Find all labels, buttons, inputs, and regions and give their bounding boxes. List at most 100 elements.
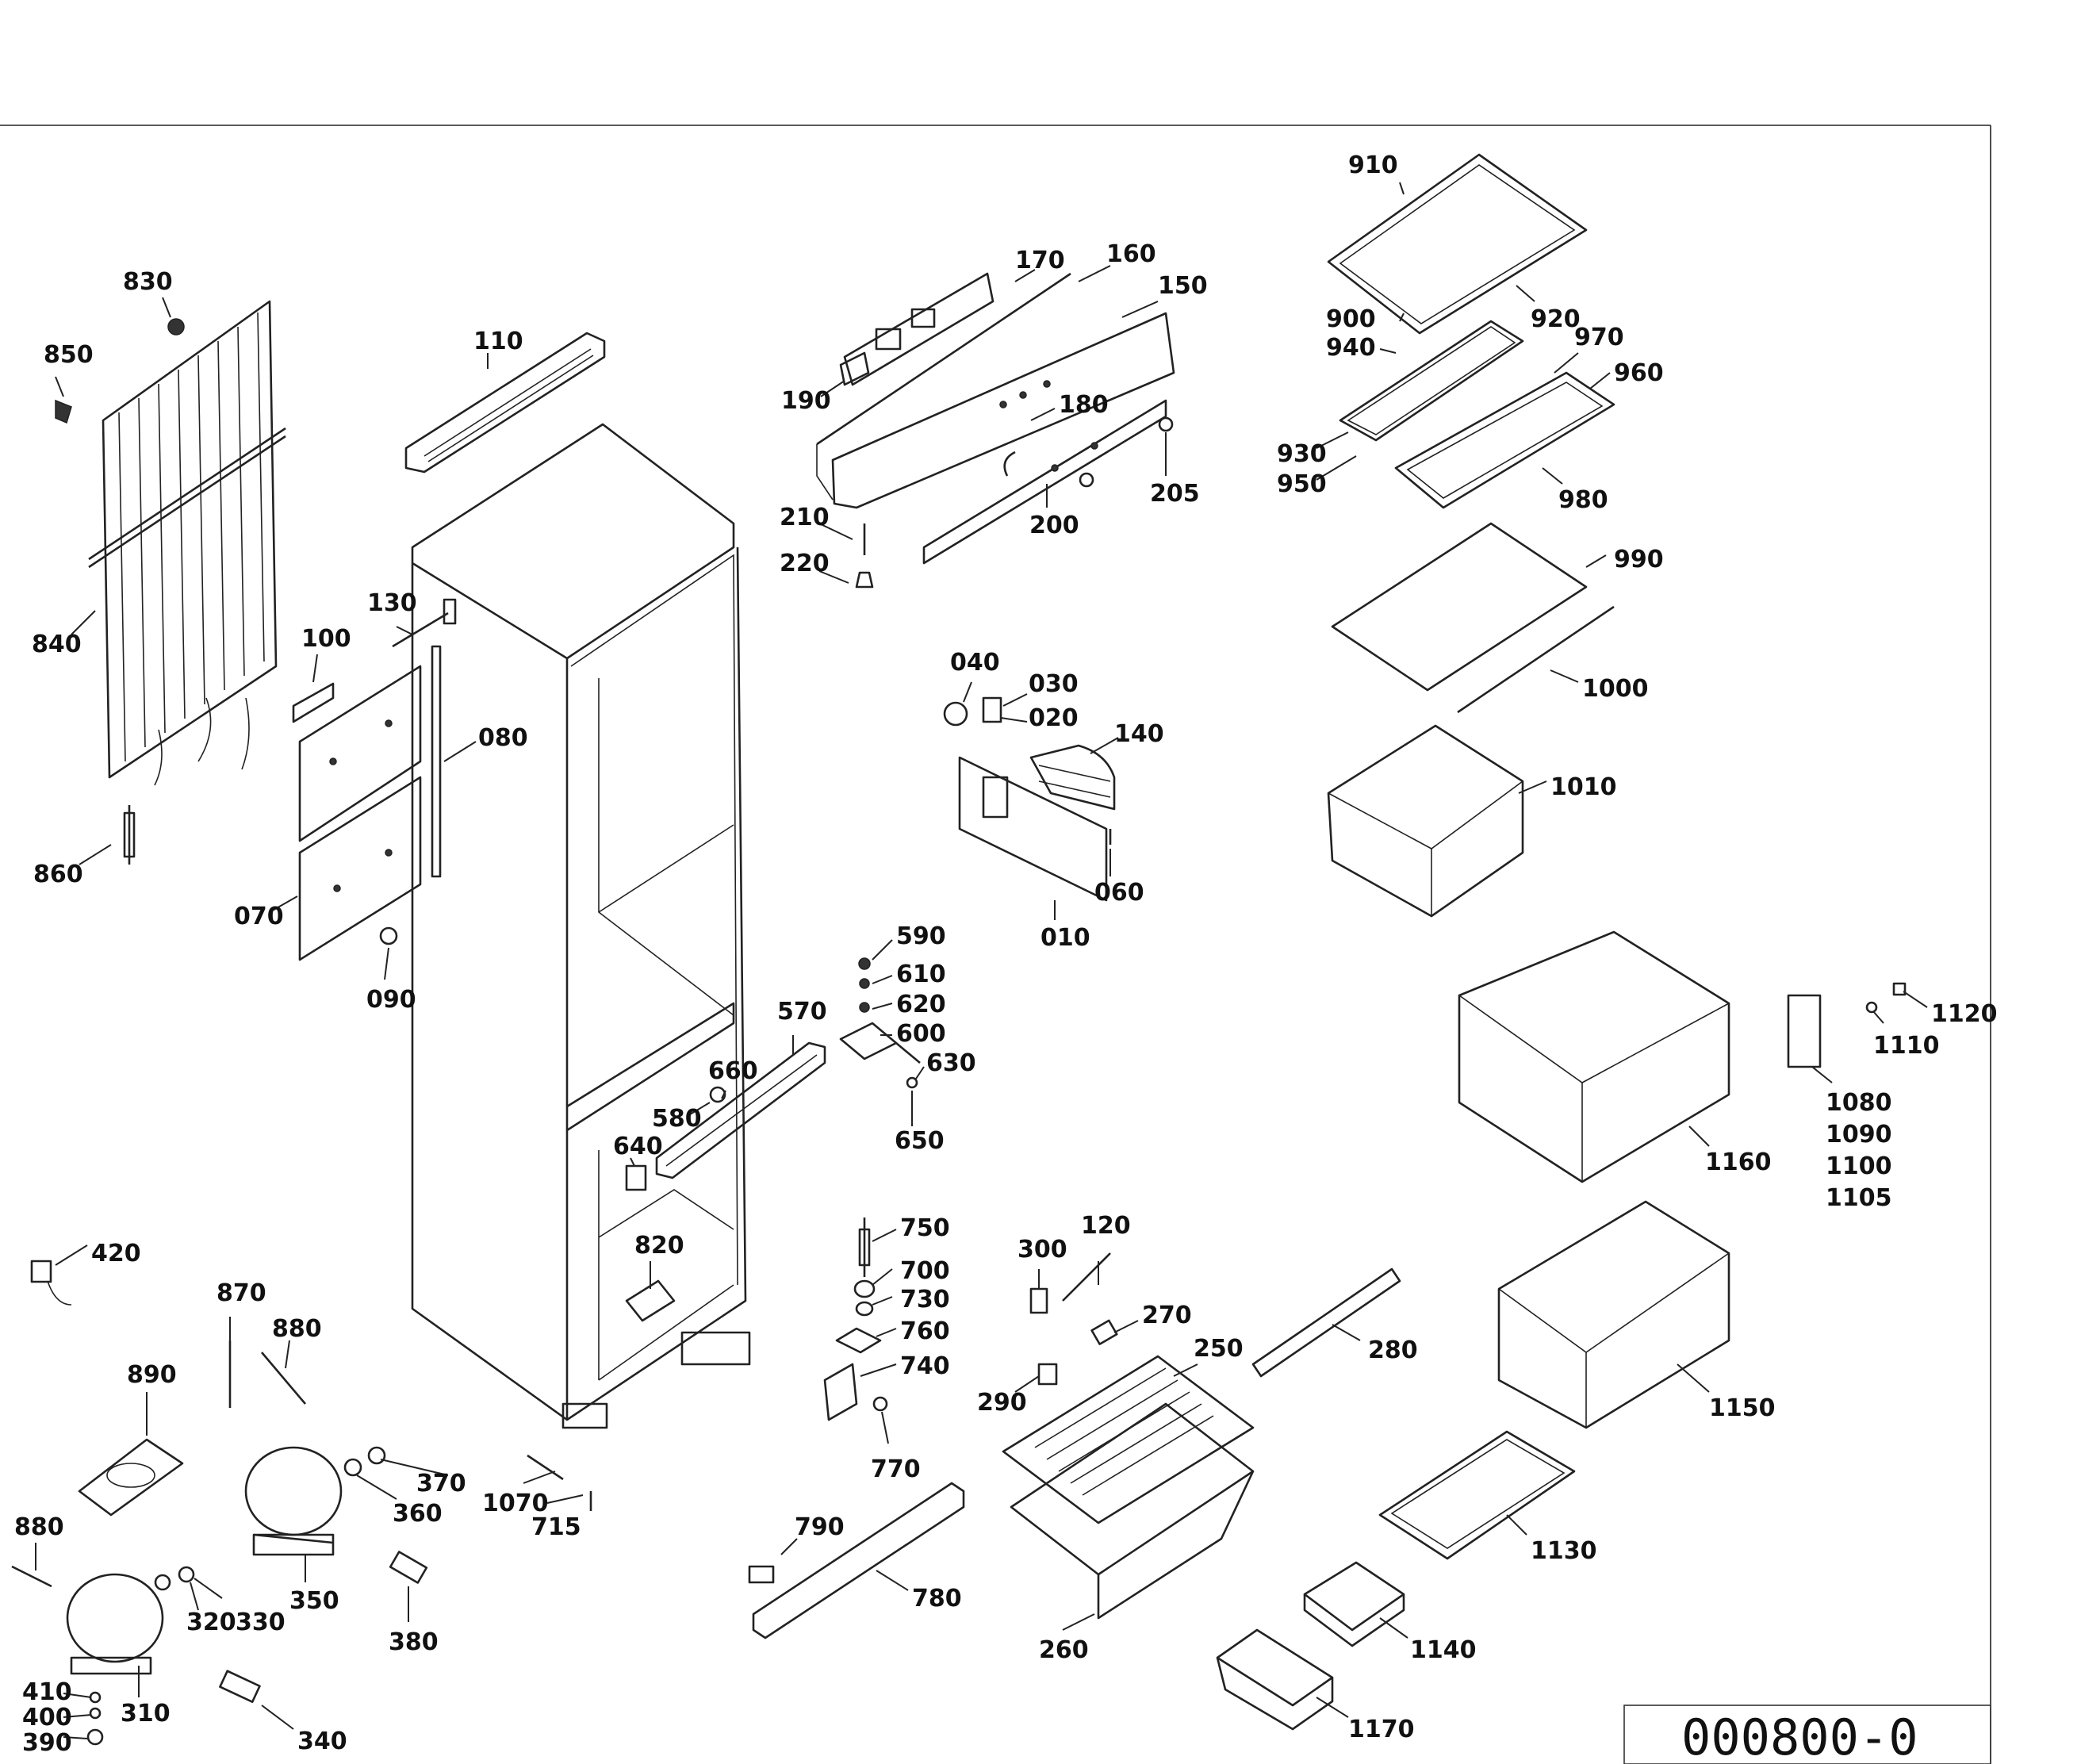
label-320: 320: [186, 1609, 236, 1636]
label-820: 820: [634, 1232, 684, 1260]
label-340: 340: [297, 1728, 347, 1755]
label-730: 730: [900, 1286, 950, 1313]
label-580: 580: [652, 1105, 702, 1133]
label-350: 350: [289, 1587, 339, 1615]
fan-830: [167, 318, 185, 336]
glass-shelf-900: [1327, 153, 1588, 335]
label-280: 280: [1368, 1336, 1418, 1364]
label-1105: 1105: [1826, 1184, 1892, 1212]
dryer-860: [123, 805, 136, 865]
label-180: 180: [1059, 391, 1109, 419]
label-1000: 1000: [1582, 675, 1649, 703]
label-160: 160: [1106, 240, 1156, 268]
label-950: 950: [1277, 470, 1327, 498]
label-010: 010: [1040, 924, 1090, 952]
label-020: 020: [1029, 704, 1079, 732]
label-940: 940: [1326, 334, 1376, 362]
display-200: [922, 399, 1167, 565]
label-380: 380: [389, 1628, 439, 1656]
clip-360-370: [343, 1446, 386, 1477]
bracket-660-580: [709, 1086, 726, 1103]
label-130: 130: [367, 589, 417, 617]
label-080: 080: [478, 724, 528, 752]
label-1010: 1010: [1550, 773, 1617, 801]
label-970: 970: [1574, 324, 1624, 351]
label-960: 960: [1614, 359, 1664, 387]
label-630: 630: [926, 1049, 976, 1077]
bracket-1070-715: [527, 1454, 592, 1511]
relay-420: [30, 1260, 72, 1306]
label-070: 070: [234, 903, 284, 930]
label-640: 640: [613, 1133, 663, 1160]
label-715: 715: [531, 1513, 581, 1541]
pin-1110-1120: [1865, 982, 1907, 1014]
label-370: 370: [416, 1470, 466, 1497]
condenser-840: [88, 300, 286, 786]
label-1160: 1160: [1705, 1149, 1772, 1176]
heater-270: [1090, 1319, 1118, 1345]
bracket-640: [625, 1164, 647, 1191]
label-040: 040: [950, 649, 1000, 677]
label-210: 210: [780, 504, 830, 531]
label-840: 840: [32, 631, 82, 658]
leader-lines: [35, 182, 1928, 1739]
label-880-upper: 880: [272, 1315, 322, 1343]
cover-260: [1010, 1402, 1255, 1620]
label-220: 220: [780, 550, 830, 577]
label-200: 200: [1029, 512, 1079, 539]
door-strip-570: [655, 1041, 826, 1179]
label-760: 760: [900, 1317, 950, 1345]
fan-cover-010: [958, 756, 1108, 902]
label-390: 390: [22, 1729, 72, 1757]
label-620: 620: [896, 991, 946, 1018]
label-270: 270: [1142, 1302, 1192, 1329]
screw-210-220: [855, 523, 874, 589]
label-740: 740: [900, 1352, 950, 1380]
tray-1130: [1378, 1430, 1576, 1560]
label-110: 110: [473, 328, 523, 355]
clip-320-330: [154, 1566, 195, 1591]
cable-180: [1003, 451, 1016, 477]
connector-190: [839, 351, 870, 386]
label-930: 930: [1277, 440, 1327, 468]
air-damper-140: [1029, 744, 1116, 811]
label-870: 870: [217, 1279, 266, 1307]
compressor-310: [66, 1573, 164, 1675]
rod-280: [1251, 1267, 1401, 1378]
label-420: 420: [91, 1240, 141, 1267]
glass-plate-990: [1331, 522, 1588, 692]
label-1130: 1130: [1531, 1537, 1597, 1565]
label-090: 090: [366, 986, 416, 1014]
module-1170: [1216, 1628, 1334, 1731]
label-980: 980: [1558, 486, 1608, 514]
drawer-1010: [1327, 724, 1524, 918]
label-910: 910: [1348, 151, 1398, 179]
cabinet-body: [411, 423, 751, 1429]
label-360: 360: [393, 1500, 443, 1528]
drawing-frame: 000800-0: [0, 125, 1991, 1764]
label-790: 790: [795, 1513, 845, 1541]
label-410: 410: [22, 1678, 72, 1706]
hinge-600: [839, 957, 921, 1089]
drawer-1150: [1497, 1200, 1730, 1429]
label-290: 290: [977, 1389, 1027, 1417]
part-number-labels: 910 900 920 940 970 960 930 950 980 990 …: [14, 151, 1998, 1757]
pin-130: [392, 598, 457, 648]
label-700: 700: [900, 1257, 950, 1285]
grommets-390-410: [86, 1691, 104, 1746]
label-1150: 1150: [1709, 1394, 1776, 1422]
screws-205: [1079, 416, 1174, 488]
box-1140: [1303, 1561, 1405, 1647]
capacitor-380: [389, 1551, 428, 1584]
label-140: 140: [1114, 720, 1164, 748]
label-660: 660: [708, 1057, 758, 1085]
top-grill-110: [404, 332, 606, 474]
label-260: 260: [1039, 1636, 1089, 1664]
label-1090: 1090: [1826, 1121, 1892, 1149]
label-920: 920: [1531, 305, 1581, 333]
label-400: 400: [22, 1704, 72, 1731]
handle-100: [292, 682, 335, 723]
label-1140: 1140: [1410, 1636, 1477, 1664]
stopper-090: [379, 926, 398, 945]
label-850: 850: [44, 341, 94, 369]
